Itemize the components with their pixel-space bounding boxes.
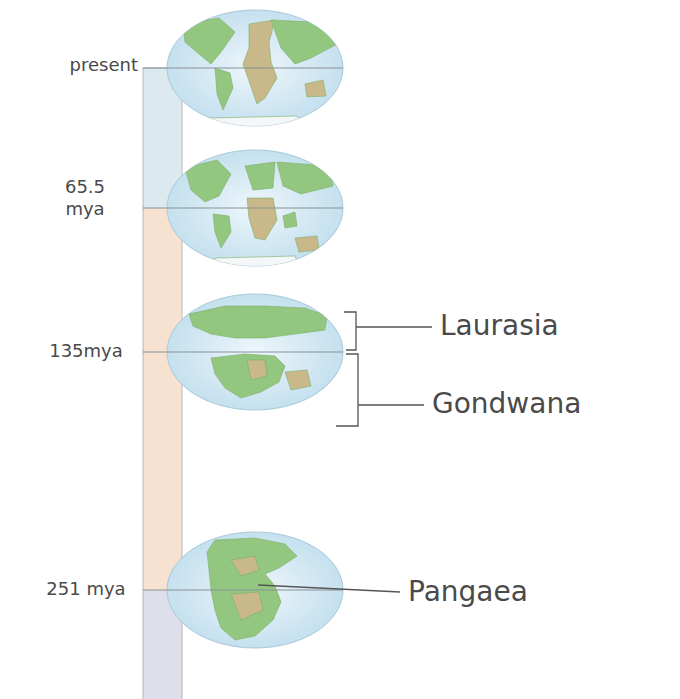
globe-present bbox=[167, 10, 343, 130]
supercontinent-label: Laurasia bbox=[440, 309, 559, 343]
time-label: present bbox=[20, 54, 138, 76]
brackets bbox=[258, 312, 432, 592]
supercontinent-label: Pangaea bbox=[408, 575, 528, 609]
time-label: 251 mya bbox=[36, 578, 136, 600]
time-label: 65.5 mya bbox=[56, 176, 114, 219]
supercontinent-label: Gondwana bbox=[432, 387, 581, 421]
time-label: 135mya bbox=[36, 340, 136, 362]
time-lines bbox=[143, 68, 343, 590]
globe-65-mya bbox=[167, 150, 343, 270]
